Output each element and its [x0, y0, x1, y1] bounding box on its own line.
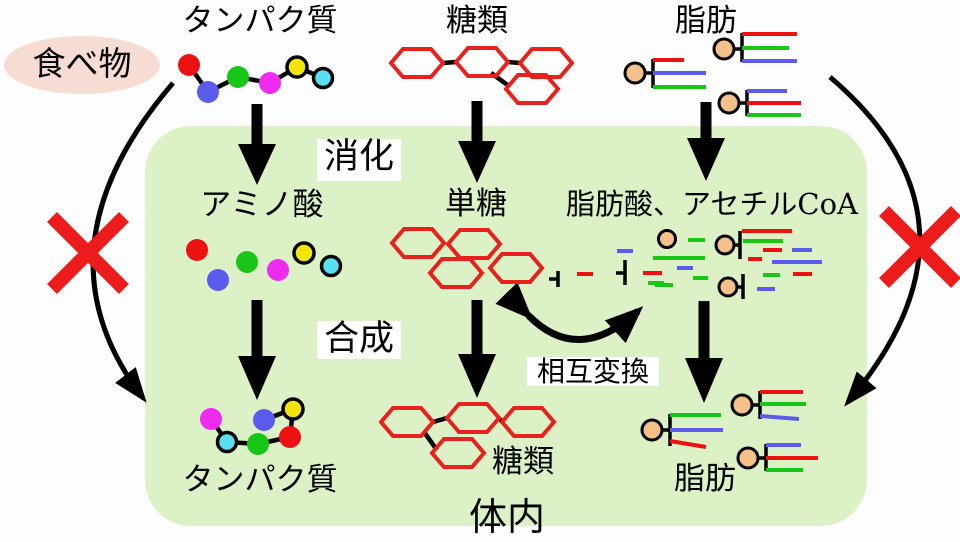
amino-acid-label: アミノ酸 [200, 187, 324, 223]
monosaccharide-label: 単糖 [445, 186, 507, 222]
fatty-acid-label: 脂肪酸、アセチルCoA [565, 187, 858, 221]
x-mark-right [879, 206, 960, 288]
digestion-arrow-fat [687, 102, 725, 181]
bottom-protein-label: タンパク質 [182, 462, 338, 498]
fat-molecule [712, 32, 797, 63]
protein-molecule-top [178, 54, 335, 103]
fat-molecule [736, 443, 818, 472]
digestion-arrow-protein [238, 104, 276, 185]
food-bubble-label: 食べ物 [32, 44, 132, 83]
fat-molecule [623, 58, 706, 89]
digestion-arrow-sugar [458, 101, 496, 183]
synthesis-arrow-fat [685, 301, 723, 403]
sugar-chain-top [389, 46, 574, 105]
protein-molecule-bottom [200, 397, 305, 455]
top-fat-label: 脂肪 [675, 3, 737, 39]
amino-acid-beads [186, 239, 343, 291]
bottom-sugar-label: 糖類 [492, 444, 554, 480]
fat-molecule [730, 390, 806, 421]
synthesis-arrow-sugar [458, 300, 496, 398]
interconversion-arrow [495, 282, 644, 344]
top-protein-label: タンパク質 [182, 3, 338, 39]
fat-molecule [717, 89, 801, 117]
bottom-fat-label: 脂肪 [674, 461, 736, 497]
body-label: 体内 [468, 495, 545, 539]
sugar-chain-bottom [379, 402, 556, 469]
x-mark-left [47, 212, 129, 294]
fat-molecules-top [623, 32, 801, 117]
digestion-label: 消化 [317, 139, 401, 181]
fatty-acid-acetylcoa-scatter [549, 229, 822, 299]
synthesis-arrow-protein [238, 300, 276, 400]
bypass-arrow-right [828, 75, 923, 407]
synthesis-label: 合成 [317, 321, 401, 359]
top-sugar-label: 糖類 [446, 3, 508, 39]
fat-molecules-bottom [640, 390, 818, 472]
food-bubble [4, 36, 160, 94]
fat-molecule [640, 413, 723, 449]
interconversion-label: 相互変換 [527, 357, 659, 386]
